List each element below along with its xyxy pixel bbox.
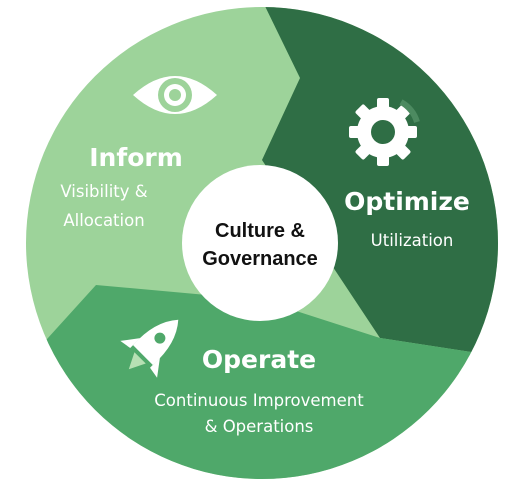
inform-subtitle-line2: Allocation (63, 211, 144, 230)
eye-icon (133, 76, 217, 114)
optimize-subtitle: Utilization (371, 231, 454, 250)
gear-icon (349, 98, 420, 166)
center-circle (182, 165, 338, 321)
operate-subtitle-line1: Continuous Improvement (154, 391, 364, 410)
center-label-line2: Governance (202, 248, 318, 270)
inform-subtitle-line1: Visibility & (60, 182, 147, 201)
operate-title: Operate (202, 345, 316, 374)
optimize-title: Optimize (344, 187, 470, 216)
operate-segment (26, 285, 498, 479)
inform-title: Inform (89, 143, 183, 172)
operate-subtitle-line2: & Operations (205, 417, 314, 436)
center-label-line1: Culture & (215, 220, 305, 242)
